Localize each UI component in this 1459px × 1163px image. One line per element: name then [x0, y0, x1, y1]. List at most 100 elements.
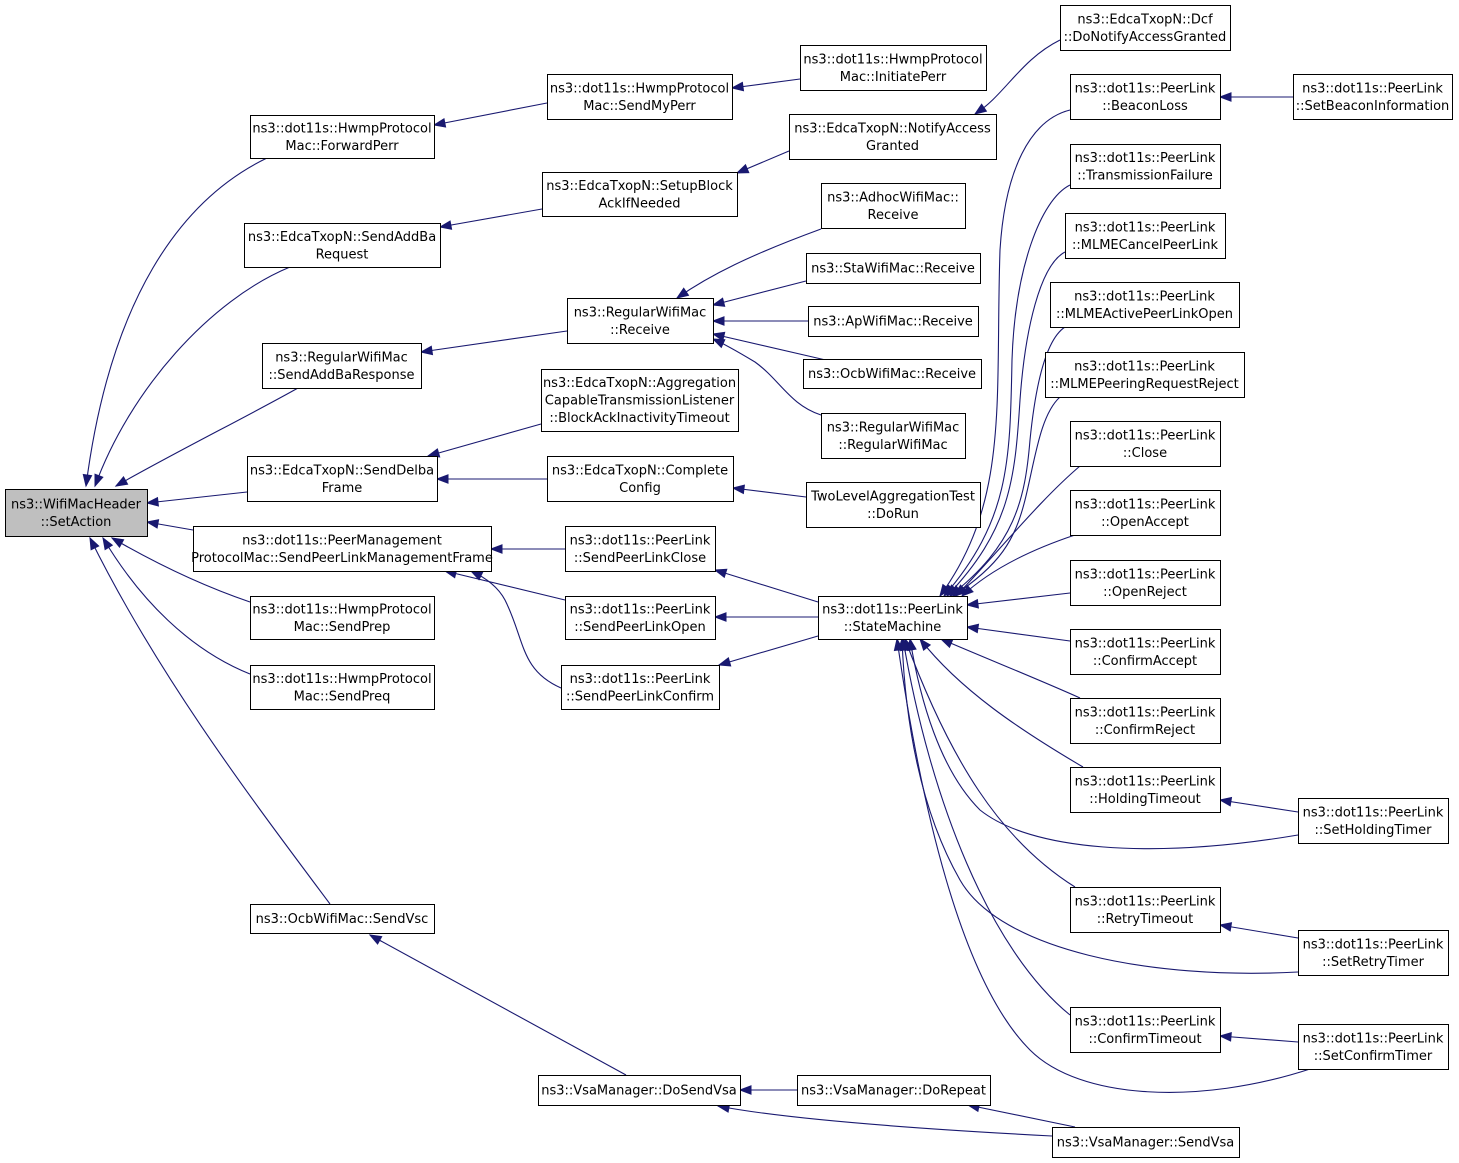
arrowhead	[1218, 796, 1233, 807]
edge-line	[115, 387, 299, 487]
node-label-line: ::RetryTimeout	[1097, 912, 1193, 927]
node-send-peer-link-confirm[interactable]: ns3::dot11s::PeerLink::SendPeerLinkConfi…	[561, 665, 720, 710]
node-send-peer-link-close[interactable]: ns3::dot11s::PeerLink::SendPeerLinkClose	[565, 526, 716, 572]
arrowhead	[145, 496, 159, 507]
node-label-line: ns3::dot11s::PeerLink	[1075, 220, 1216, 235]
arrowhead	[955, 584, 968, 598]
node-mlme-cancel[interactable]: ns3::dot11s::PeerLink::MLMECancelPeerLin…	[1065, 213, 1226, 259]
node-regular-ctor[interactable]: ns3::RegularWifiMac::RegularWifiMac	[821, 413, 966, 459]
node-send-peer-link-mgmt[interactable]: ns3::dot11s::PeerManagementProtocolMac::…	[191, 526, 493, 572]
node-ocb-receive[interactable]: ns3::OcbWifiMac::Receive	[803, 359, 982, 389]
node-label-line: ::Close	[1123, 446, 1167, 461]
edge-line	[966, 626, 1071, 642]
arrowhead	[713, 612, 727, 622]
node-state-machine[interactable]: ns3::dot11s::PeerLink::StateMachine	[818, 596, 968, 640]
node-label-line: ::OpenReject	[1103, 585, 1187, 600]
node-confirm-accept[interactable]: ns3::dot11s::PeerLink::ConfirmAccept	[1070, 629, 1221, 675]
node-holding-timeout[interactable]: ns3::dot11s::PeerLink::HoldingTimeout	[1070, 767, 1221, 813]
node-label-line: ns3::WifiMacHeader	[11, 497, 142, 512]
node-open-accept[interactable]: ns3::dot11s::PeerLink::OpenAccept	[1070, 490, 1221, 536]
node-set-confirm-timer[interactable]: ns3::dot11s::PeerLink::SetConfirmTimer	[1298, 1024, 1449, 1070]
node-box	[567, 298, 714, 344]
node-mlme-active-open[interactable]: ns3::dot11s::PeerLink::MLMEActivePeerLin…	[1050, 282, 1240, 328]
node-sta-receive[interactable]: ns3::StaWifiMac::Receive	[806, 253, 981, 284]
node-label-line: ::HoldingTimeout	[1089, 792, 1201, 807]
node-regular-receive[interactable]: ns3::RegularWifiMac::Receive	[567, 298, 714, 344]
node-set-retry-timer[interactable]: ns3::dot11s::PeerLink::SetRetryTimer	[1298, 930, 1449, 976]
edge-setup_block_ack-to-send_add_ba_request	[438, 208, 543, 230]
node-close[interactable]: ns3::dot11s::PeerLink::Close	[1070, 421, 1221, 467]
node-box	[1070, 698, 1221, 744]
node-open-reject[interactable]: ns3::dot11s::PeerLink::OpenReject	[1070, 560, 1221, 606]
arrowhead	[711, 316, 725, 326]
arrowhead	[965, 623, 980, 634]
edge-two_level_test-to-complete_config	[731, 484, 807, 498]
node-two-level-test[interactable]: TwoLevelAggregationTest::DoRun	[806, 482, 981, 528]
arrowhead	[1218, 92, 1232, 102]
edge-line	[712, 333, 831, 362]
node-send-peer-link-open[interactable]: ns3::dot11s::PeerLink::SendPeerLinkOpen	[565, 596, 716, 640]
node-box	[547, 74, 733, 120]
node-do-repeat[interactable]: ns3::VsaManager::DoRepeat	[797, 1075, 991, 1106]
node-box	[1065, 213, 1226, 259]
node-do-send-vsa[interactable]: ns3::VsaManager::DoSendVsa	[538, 1075, 741, 1106]
node-label-line: ::DoRun	[867, 507, 919, 522]
node-box	[1298, 1024, 1449, 1070]
edge-line	[961, 534, 1076, 597]
edge-line	[89, 537, 331, 905]
edge-send_peer_link_open-to-send_peer_link_mgmt	[443, 568, 566, 601]
node-initiate-perr[interactable]: ns3::dot11s::HwmpProtocolMac::InitiatePe…	[800, 45, 987, 91]
node-label-line: ::SendAddBaResponse	[269, 368, 415, 383]
node-ocb-send-vsc[interactable]: ns3::OcbWifiMac::SendVsc	[250, 904, 435, 934]
node-box	[542, 172, 738, 217]
edge-line	[974, 39, 1061, 115]
node-set-holding-timer[interactable]: ns3::dot11s::PeerLink::SetHoldingTimer	[1298, 798, 1449, 844]
edge-state_machine-to-send_peer_link_open	[713, 612, 818, 622]
node-label-line: ns3::dot11s::PeerLink	[1303, 1031, 1444, 1046]
node-label-line: ns3::VsaManager::SendVsa	[1057, 1136, 1235, 1151]
arrowhead	[94, 473, 104, 488]
node-box	[250, 596, 435, 640]
node-block-ack-inactivity[interactable]: ns3::EdcaTxopN::AggregationCapableTransm…	[541, 369, 739, 432]
node-label-line: ns3::dot11s::HwmpProtocol	[252, 602, 431, 617]
node-label-line: ns3::dot11s::HwmpProtocol	[252, 672, 431, 687]
node-confirm-timeout[interactable]: ns3::dot11s::PeerLink::ConfirmTimeout	[1070, 1007, 1221, 1053]
arrowhead	[711, 331, 726, 342]
node-box	[565, 526, 716, 572]
node-send-vsa[interactable]: ns3::VsaManager::SendVsa	[1052, 1127, 1240, 1158]
node-box	[1060, 5, 1231, 51]
node-beacon-loss[interactable]: ns3::dot11s::PeerLink::BeaconLoss	[1070, 74, 1221, 120]
edge-line	[1219, 1035, 1299, 1043]
edge-confirm_accept-to-state_machine	[965, 623, 1071, 642]
node-label-line: ns3::dot11s::PeerLink	[1075, 567, 1216, 582]
node-ap-receive[interactable]: ns3::ApWifiMac::Receive	[808, 306, 979, 337]
node-transmission-failure[interactable]: ns3::dot11s::PeerLink::TransmissionFailu…	[1070, 144, 1221, 189]
node-label-line: Mac::ForwardPerr	[285, 139, 399, 154]
arrowhead	[1218, 1032, 1232, 1042]
node-set-beacon-info[interactable]: ns3::dot11s::PeerLink::SetBeaconInformat…	[1293, 74, 1453, 120]
edge-line	[146, 491, 248, 504]
node-box	[1298, 930, 1449, 976]
node-adhoc-receive[interactable]: ns3::AdhocWifiMac::Receive	[821, 183, 966, 229]
node-retry-timeout[interactable]: ns3::dot11s::PeerLink::RetryTimeout	[1070, 887, 1221, 933]
node-dcf-notify[interactable]: ns3::EdcaTxopN::Dcf::DoNotifyAccessGrant…	[1060, 5, 1231, 51]
node-label-line: ns3::dot11s::PeerManagement	[242, 533, 442, 548]
node-notify-access-granted[interactable]: ns3::EdcaTxopN::NotifyAccessGranted	[789, 114, 997, 160]
node-mlme-peering-reject[interactable]: ns3::dot11s::PeerLink::MLMEPeeringReques…	[1045, 352, 1245, 398]
node-send-add-ba-response[interactable]: ns3::RegularWifiMac::SendAddBaResponse	[262, 343, 422, 389]
node-confirm-reject[interactable]: ns3::dot11s::PeerLink::ConfirmReject	[1070, 698, 1221, 744]
node-label-line: ::Receive	[610, 323, 670, 338]
edge-ocb_receive-to-regular_receive	[711, 331, 831, 362]
node-set-action[interactable]: ns3::WifiMacHeader::SetAction	[5, 489, 148, 537]
node-box	[1070, 1007, 1221, 1053]
node-forward-perr[interactable]: ns3::dot11s::HwmpProtocolMac::ForwardPer…	[250, 115, 435, 159]
node-label-line: ns3::dot11s::PeerLink	[822, 602, 963, 617]
node-label-line: ns3::dot11s::PeerLink	[1075, 151, 1216, 166]
